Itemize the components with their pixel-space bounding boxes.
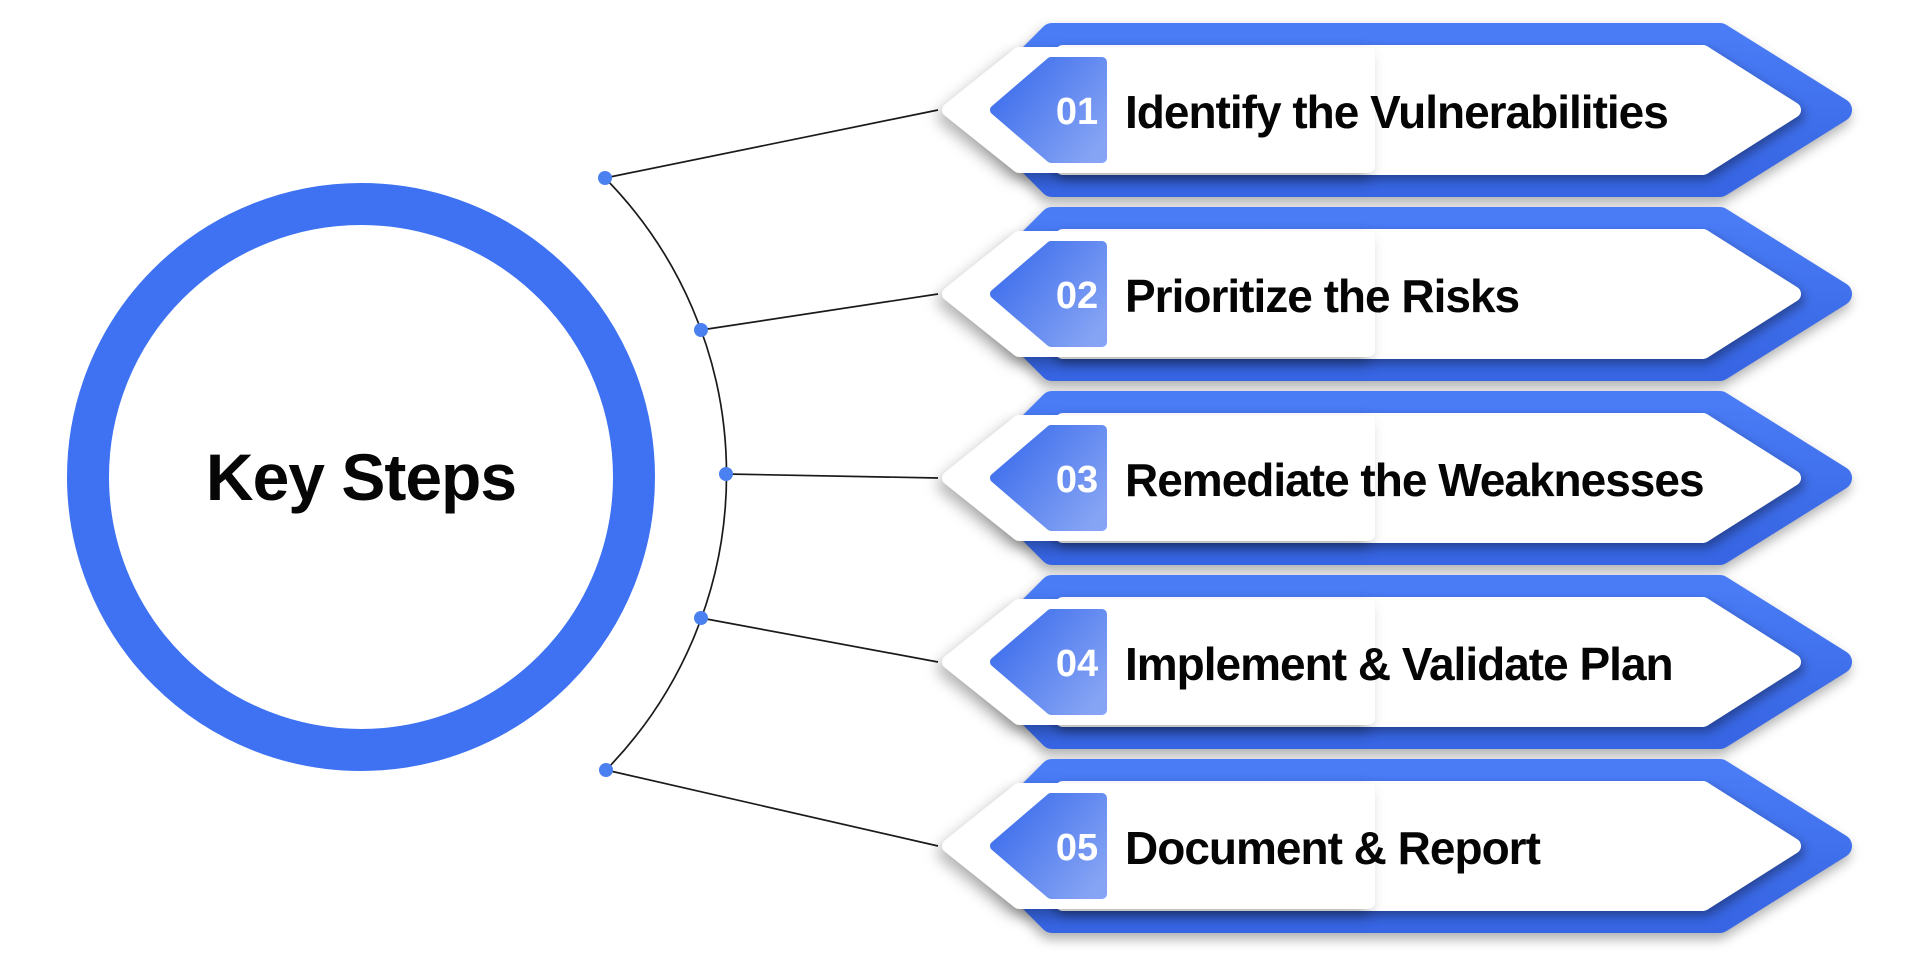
step-banner-3: 03 Remediate the Weaknesses — [942, 391, 1852, 565]
connector-dot-2 — [694, 323, 708, 337]
number-badge-pentagon — [990, 609, 1107, 715]
connector-line-2 — [700, 293, 939, 331]
step-label: Document & Report — [1125, 822, 1541, 874]
step-number: 01 — [1056, 91, 1098, 133]
connector-dot-3 — [719, 467, 733, 481]
key-steps-circle: Key Steps — [67, 183, 655, 771]
connector-line-4 — [700, 617, 939, 663]
step-label: Prioritize the Risks — [1125, 270, 1519, 322]
step-label: Identify the Vulnerabilities — [1125, 86, 1668, 138]
connector-line-1 — [604, 109, 939, 179]
step-label: Remediate the Weaknesses — [1125, 454, 1704, 506]
step-banner-4: 04 Implement & Validate Plan — [942, 575, 1852, 749]
number-badge-pentagon — [990, 241, 1107, 347]
step-banner-2: 02 Prioritize the Risks — [942, 207, 1852, 381]
number-badge-pentagon — [990, 425, 1107, 531]
step-label: Implement & Validate Plan — [1125, 638, 1673, 690]
connector-dot-1 — [598, 171, 612, 185]
connector-dot-4 — [694, 611, 708, 625]
diagram-title: Key Steps — [205, 440, 517, 514]
step-number: 04 — [1056, 643, 1098, 685]
connector-line-5 — [605, 769, 939, 847]
connector-dot-5 — [599, 763, 613, 777]
step-banner-1: 01 Identify the Vulnerabilities — [942, 23, 1852, 197]
step-banner-5: 05 Document & Report — [942, 759, 1852, 933]
step-number: 02 — [1056, 275, 1098, 317]
step-number: 05 — [1056, 827, 1098, 869]
number-badge-pentagon — [990, 57, 1107, 163]
step-number: 03 — [1056, 459, 1098, 501]
number-badge-pentagon — [990, 793, 1107, 899]
connector-line-3 — [725, 473, 939, 479]
